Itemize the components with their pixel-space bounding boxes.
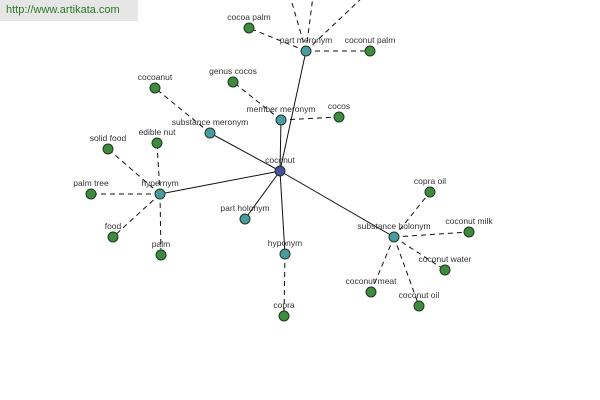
relation-node-member-meronym[interactable]: member meronym	[247, 104, 316, 126]
leaf-node-palm-circle[interactable]	[155, 249, 167, 261]
leaf-node-coconut-oil-circle[interactable]	[413, 300, 425, 312]
leaf-node-coconut-palm-label: coconut palm	[345, 35, 396, 45]
edge-root-substance-holonym	[279, 170, 395, 238]
leaf-node-cocoa-palm-circle[interactable]	[243, 22, 255, 34]
graph-nodes: cocoa palm coconut palm part meronym genus …	[73, 12, 493, 322]
leaf-node-palm[interactable]: palm	[152, 239, 170, 261]
relation-node-part-meronym-label: part meronym	[280, 35, 332, 45]
edge-offscreen-1	[305, 0, 313, 52]
leaf-node-palm-tree-label: palm tree	[73, 178, 109, 188]
leaf-node-copra-oil-label: copra oil	[414, 176, 446, 186]
edge-substance-holonym-coconut-water	[393, 236, 446, 271]
relation-node-part-holonym[interactable]: part holonym	[220, 203, 270, 225]
relation-node-substance-meronym-circle[interactable]	[204, 127, 216, 139]
leaf-node-food-label: food	[105, 221, 122, 231]
leaf-node-coconut-meat-circle[interactable]	[365, 286, 377, 298]
edge-root-part-holonym	[244, 170, 281, 220]
relation-node-part-holonym-circle[interactable]	[239, 213, 251, 225]
leaf-node-coconut-palm[interactable]: coconut palm	[345, 35, 396, 57]
edge-root-hypernym	[159, 170, 281, 195]
leaf-node-genus-cocos-circle[interactable]	[227, 76, 239, 88]
relation-node-member-meronym-circle[interactable]	[275, 114, 287, 126]
leaf-node-coconut-water[interactable]: coconut water	[419, 254, 472, 276]
leaf-node-food[interactable]: food	[105, 221, 122, 243]
leaf-node-cocoa-palm[interactable]: cocoa palm	[227, 12, 271, 34]
edge-offscreen-0	[290, 0, 307, 52]
leaf-node-coconut-milk-label: coconut milk	[445, 216, 493, 226]
leaf-node-solid-food[interactable]: solid food	[90, 133, 127, 155]
relation-node-substance-meronym[interactable]: substance meronym	[172, 117, 249, 139]
leaf-node-coconut-water-circle[interactable]	[439, 264, 451, 276]
leaf-node-cocos[interactable]: cocos	[328, 101, 350, 123]
relation-node-member-meronym-label: member meronym	[247, 104, 316, 114]
leaf-node-palm-tree-circle[interactable]	[85, 188, 97, 200]
leaf-node-cocos-circle[interactable]	[333, 111, 345, 123]
root-node-coconut-circle[interactable]	[274, 165, 286, 177]
relation-node-hypernym[interactable]: hypernym	[141, 178, 179, 200]
leaf-node-food-circle[interactable]	[107, 231, 119, 243]
leaf-node-copra[interactable]: copra	[273, 300, 295, 322]
edge-root-part-meronym	[279, 50, 307, 172]
edge-member-meronym-cocos	[280, 116, 340, 121]
edge-root-substance-meronym	[209, 132, 281, 172]
leaf-node-coconut-meat[interactable]: coconut meat	[345, 276, 397, 298]
leaf-node-copra-circle[interactable]	[278, 310, 290, 322]
leaf-node-edible-nut-circle[interactable]	[151, 137, 163, 149]
leaf-node-genus-cocos[interactable]: genus cocos	[209, 66, 257, 88]
leaf-node-cocos-label: cocos	[328, 101, 350, 111]
leaf-node-copra-label: copra	[273, 300, 295, 310]
leaf-node-coconut-milk-circle[interactable]	[463, 226, 475, 238]
relation-node-part-meronym-circle[interactable]	[300, 45, 312, 57]
leaf-node-coconut-milk[interactable]: coconut milk	[445, 216, 493, 238]
source-url-banner[interactable]: http://www.artikata.com	[0, 0, 138, 21]
relation-node-hypernym-circle[interactable]	[154, 188, 166, 200]
relation-node-substance-meronym-label: substance meronym	[172, 117, 249, 127]
leaf-node-palm-label: palm	[152, 239, 170, 249]
relation-node-hypernym-label: hypernym	[141, 178, 178, 188]
edge-substance-holonym-coconut-milk	[393, 231, 470, 238]
graph-edges	[91, 0, 470, 317]
leaf-node-palm-tree[interactable]: palm tree	[73, 178, 109, 200]
root-node-coconut[interactable]: coconut	[265, 155, 296, 177]
leaf-node-cocoa-palm-label: cocoa palm	[227, 12, 270, 22]
leaf-node-coconut-palm-circle[interactable]	[364, 45, 376, 57]
leaf-node-solid-food-label: solid food	[90, 133, 127, 143]
edge-substance-holonym-coconut-oil	[393, 236, 420, 307]
leaf-node-copra-oil[interactable]: copra oil	[414, 176, 446, 198]
edge-hyponym-copra	[283, 253, 286, 317]
leaf-node-coconut-water-label: coconut water	[419, 254, 472, 264]
root-node-coconut-label: coconut	[265, 155, 295, 165]
leaf-node-copra-oil-circle[interactable]	[424, 186, 436, 198]
leaf-node-genus-cocos-label: genus cocos	[209, 66, 257, 76]
relation-node-part-meronym[interactable]: part meronym	[280, 35, 332, 57]
leaf-node-edible-nut[interactable]: edible nut	[139, 127, 177, 149]
relation-node-hyponym[interactable]: hyponym	[268, 238, 303, 260]
leaf-node-coconut-oil[interactable]: coconut oil	[399, 290, 440, 312]
edge-root-hyponym	[279, 170, 286, 255]
relation-node-hyponym-label: hyponym	[268, 238, 303, 248]
leaf-node-edible-nut-label: edible nut	[139, 127, 177, 137]
edge-offscreen-2	[305, 0, 361, 52]
leaf-node-cocoanut[interactable]: cocoanut	[138, 72, 173, 94]
edge-hypernym-palm	[159, 193, 162, 256]
edge-hypernym-solid-food	[107, 148, 161, 195]
relation-node-part-holonym-label: part holonym	[220, 203, 269, 213]
relation-node-hyponym-circle[interactable]	[279, 248, 291, 260]
edge-substance-meronym-cocoanut	[154, 87, 211, 134]
edge-part-meronym-cocoa-palm	[248, 27, 307, 52]
edge-member-meronym-genus-cocos	[232, 81, 282, 121]
leaf-node-cocoanut-circle[interactable]	[149, 82, 161, 94]
edge-root-member-meronym	[279, 119, 282, 172]
leaf-node-coconut-meat-label: coconut meat	[345, 276, 397, 286]
leaf-node-solid-food-circle[interactable]	[102, 143, 114, 155]
relation-node-substance-holonym[interactable]: substance holonym	[357, 221, 431, 243]
edge-substance-holonym-copra-oil	[393, 191, 431, 238]
relation-node-substance-holonym-circle[interactable]	[388, 231, 400, 243]
relation-node-substance-holonym-label: substance holonym	[357, 221, 430, 231]
leaf-node-cocoanut-label: cocoanut	[138, 72, 173, 82]
edge-substance-holonym-coconut-meat	[370, 236, 395, 293]
leaf-node-coconut-oil-label: coconut oil	[399, 290, 440, 300]
edge-hypernym-food	[112, 193, 161, 238]
